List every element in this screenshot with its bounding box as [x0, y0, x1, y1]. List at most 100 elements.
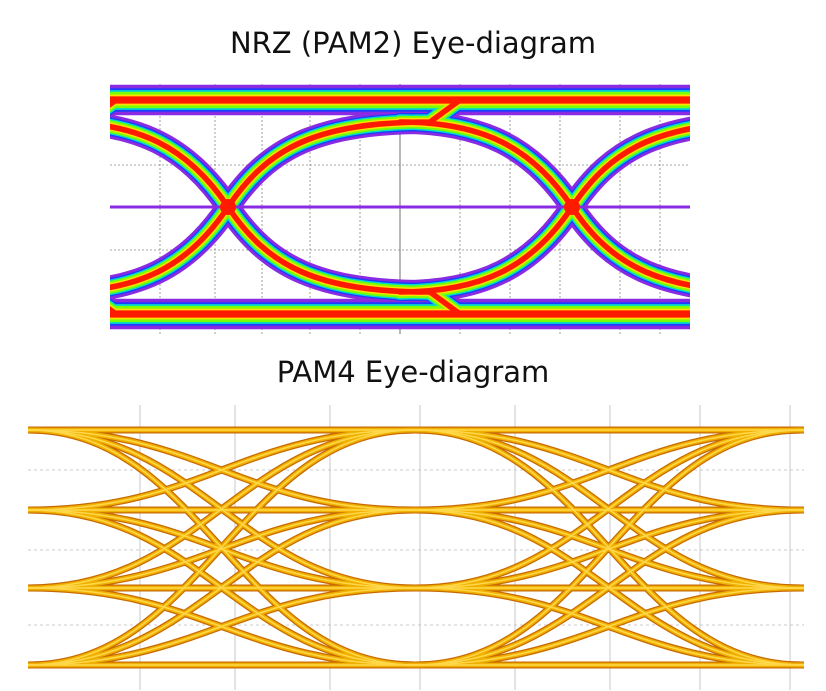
transition-trace [744, 100, 826, 292]
transition-trace [28, 430, 29, 434]
transition-trace [801, 507, 804, 513]
transition-trace [744, 100, 826, 292]
transition-trace [414, 587, 803, 666]
transition-trace [801, 584, 804, 592]
transition-trace [28, 661, 29, 665]
transition-trace [28, 430, 29, 433]
transition-trace [28, 510, 29, 514]
transition-trace [744, 100, 826, 292]
transition-trace [414, 509, 803, 589]
transition-trace [801, 426, 804, 434]
pam4-eye-diagram-title: PAM4 Eye-diagram [276, 355, 550, 389]
transition-trace [28, 661, 29, 665]
transition-trace [28, 430, 29, 434]
transition-trace [801, 509, 804, 511]
transition-trace [28, 509, 416, 666]
transition-trace [110, 306, 119, 317]
transition-trace [801, 506, 804, 514]
transition-trace [28, 584, 29, 588]
transition-trace [28, 509, 416, 589]
transition-trace [110, 294, 128, 326]
transition-trace [801, 509, 804, 511]
transition-trace [744, 122, 826, 314]
transition-trace [744, 122, 826, 314]
transition-trace [801, 584, 804, 592]
transition-trace [801, 587, 804, 589]
transition-trace [414, 429, 803, 589]
nrz-eye-diagram [110, 84, 826, 334]
transition-trace [414, 429, 803, 511]
transition-trace [801, 664, 804, 666]
transition-trace [801, 429, 804, 431]
transition-trace [28, 430, 29, 431]
transition-trace [801, 587, 804, 589]
transition-trace [110, 90, 126, 116]
transition-trace [28, 507, 29, 510]
transition-trace [28, 429, 416, 666]
transition-trace [28, 664, 29, 665]
transition-trace [801, 506, 804, 514]
transition-trace [28, 430, 29, 431]
transition-trace [801, 664, 804, 666]
transition-trace [801, 587, 804, 589]
transition-trace [110, 95, 121, 110]
nrz-eye-diagram-title: NRZ (PAM2) Eye-diagram [229, 26, 597, 60]
transition-trace [110, 300, 124, 322]
transition-trace [28, 587, 29, 588]
transition-trace [801, 584, 804, 592]
transition-trace [801, 585, 804, 591]
transition-trace [744, 100, 826, 292]
transition-trace [801, 427, 804, 433]
transition-trace [744, 100, 826, 292]
transition-trace [414, 509, 803, 666]
transition-trace [801, 585, 804, 591]
transition-trace [801, 429, 804, 431]
transition-trace [28, 429, 416, 589]
transition-trace [801, 664, 804, 666]
transition-trace [801, 506, 804, 514]
transition-trace [28, 510, 29, 513]
crossing-point [220, 199, 236, 215]
transition-trace [801, 426, 804, 434]
transition-trace [801, 429, 804, 431]
transition-trace [28, 587, 416, 666]
transition-trace [28, 429, 416, 511]
transition-trace [28, 588, 29, 591]
transition-trace [110, 97, 119, 108]
transition-trace [28, 588, 29, 592]
transition-trace [801, 661, 804, 669]
transition-trace [28, 430, 29, 431]
crossing-point [564, 199, 580, 215]
transition-trace [801, 661, 804, 669]
transition-trace [801, 585, 804, 591]
transition-trace [28, 510, 29, 511]
transition-trace [110, 88, 128, 120]
transition-trace [28, 510, 29, 513]
transition-trace [744, 122, 826, 314]
transition-trace [28, 584, 29, 588]
transition-trace [28, 510, 29, 511]
transition-trace [744, 100, 826, 292]
transition-trace [28, 661, 29, 665]
transition-trace [28, 662, 29, 665]
transition-trace [110, 298, 126, 324]
transition-trace [28, 509, 29, 510]
transition-trace [28, 510, 29, 514]
transition-trace [110, 93, 123, 113]
transition-trace [28, 662, 29, 665]
transition-trace [28, 664, 29, 665]
transition-trace [744, 122, 826, 314]
transition-trace [28, 587, 29, 588]
transition-trace [28, 506, 29, 510]
transition-trace [744, 122, 826, 314]
transition-trace [28, 430, 29, 434]
transition-trace [110, 301, 123, 321]
transition-trace [801, 662, 804, 668]
transition-trace [801, 427, 804, 433]
transition-trace [801, 507, 804, 513]
transition-trace [28, 664, 29, 665]
transition-trace [28, 430, 29, 433]
transition-trace [28, 588, 29, 589]
transition-trace [801, 509, 804, 511]
